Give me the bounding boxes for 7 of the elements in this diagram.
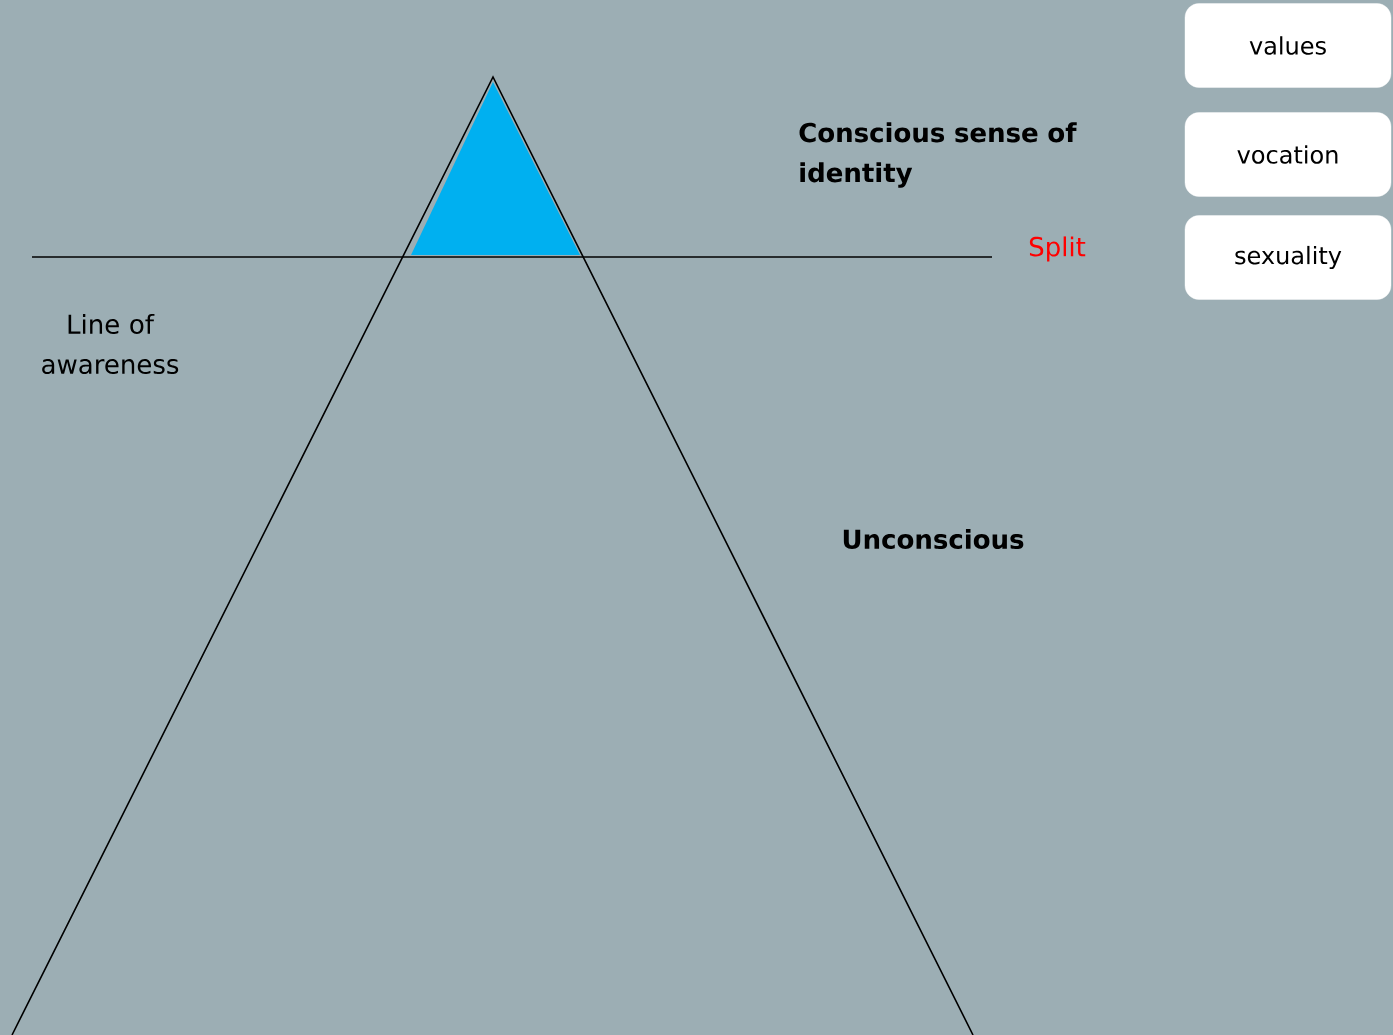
line-label: Line of awareness — [42, 313, 179, 375]
tag-box: values — [1184, 3, 1392, 88]
tag-box: sexuality — [1184, 215, 1392, 300]
heading: Conscious sense of identity — [799, 122, 1077, 188]
tag-box: vocation — [1184, 112, 1392, 197]
heading: Unconscious — [843, 528, 1024, 550]
split-label: Split — [1029, 236, 1086, 262]
